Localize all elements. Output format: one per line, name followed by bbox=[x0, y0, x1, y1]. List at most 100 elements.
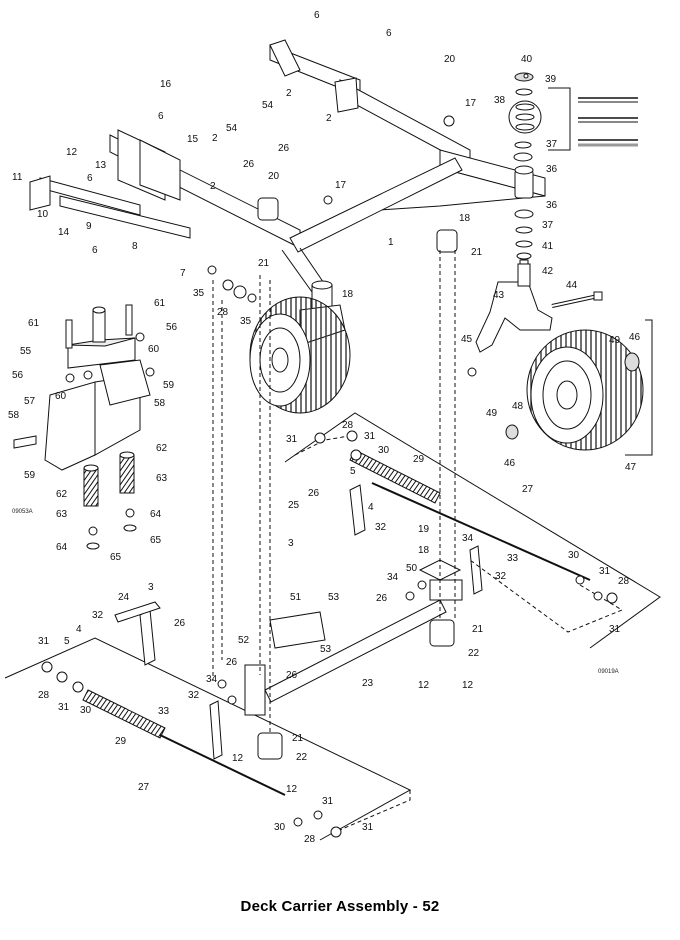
callout: 7 bbox=[180, 268, 186, 279]
callout: 44 bbox=[566, 280, 578, 291]
rear-caster-stack bbox=[508, 72, 638, 283]
callout: 26 bbox=[376, 593, 388, 604]
callout: 1 bbox=[388, 237, 394, 248]
callout: 31 bbox=[599, 566, 611, 577]
callout: 6 bbox=[314, 10, 320, 21]
callout: 51 bbox=[290, 592, 302, 603]
callout: 28 bbox=[304, 834, 316, 845]
callout: 59 bbox=[163, 380, 175, 391]
caster-wheel-left bbox=[249, 280, 351, 414]
callout: 56 bbox=[166, 322, 178, 333]
callout: 13 bbox=[95, 160, 107, 171]
callout: 24 bbox=[118, 592, 130, 603]
main-frame bbox=[29, 39, 546, 293]
callout: 50 bbox=[406, 563, 418, 574]
callout: 5 bbox=[64, 636, 70, 647]
callout: 49 bbox=[486, 408, 498, 419]
callout: 40 bbox=[521, 54, 533, 65]
callout: 34 bbox=[387, 572, 399, 583]
callout: 48 bbox=[512, 401, 524, 412]
callout: 21 bbox=[472, 624, 484, 635]
callout: 26 bbox=[174, 618, 186, 629]
callout: 32 bbox=[375, 522, 387, 533]
callout: 6 bbox=[158, 111, 164, 122]
callout: 54 bbox=[262, 100, 274, 111]
callout: 26 bbox=[278, 143, 290, 154]
callout: 29 bbox=[115, 736, 127, 747]
caster-fork bbox=[475, 263, 603, 353]
callout: 31 bbox=[609, 624, 621, 635]
callout: 31 bbox=[286, 434, 298, 445]
callout: 6 bbox=[386, 28, 392, 39]
callout: 36 bbox=[546, 164, 558, 175]
callout: 65 bbox=[110, 552, 122, 563]
callout: 30 bbox=[378, 445, 390, 456]
callout: 16 bbox=[160, 79, 172, 90]
callout: 27 bbox=[138, 782, 150, 793]
exploded-view-drawing: 6 6 20 40 39 38 17 2 2 54 26 16 6 15 54 … bbox=[4, 10, 661, 845]
caster-wheel-right bbox=[505, 329, 644, 451]
callout: 30 bbox=[568, 550, 580, 561]
callout: 9 bbox=[86, 221, 92, 232]
callout: 25 bbox=[288, 500, 300, 511]
callout: 22 bbox=[296, 752, 308, 763]
callout: 31 bbox=[322, 796, 334, 807]
callout: 6 bbox=[92, 245, 98, 256]
callout: 18 bbox=[342, 289, 354, 300]
callout: 20 bbox=[268, 171, 280, 182]
callout: 39 bbox=[545, 74, 557, 85]
callout: 21 bbox=[258, 258, 270, 269]
callout: 54 bbox=[226, 123, 238, 134]
callout: 31 bbox=[364, 431, 376, 442]
callout: 12 bbox=[286, 784, 298, 795]
callout: 52 bbox=[238, 635, 250, 646]
drawing-codes: 09053A 09019A bbox=[12, 509, 619, 675]
callout: 10 bbox=[37, 209, 49, 220]
callout: 17 bbox=[335, 180, 347, 191]
drawing-code: 09053A bbox=[12, 509, 33, 515]
callout: 31 bbox=[38, 636, 50, 647]
callout: 28 bbox=[618, 576, 630, 587]
callout: 11 bbox=[12, 172, 23, 183]
callout: 4 bbox=[368, 502, 374, 513]
drawing-code: 09019A bbox=[598, 669, 619, 675]
callout: 65 bbox=[150, 535, 162, 546]
callout: 64 bbox=[150, 509, 162, 520]
callout: 37 bbox=[546, 139, 558, 150]
callout: 58 bbox=[154, 398, 166, 409]
callout: 12 bbox=[232, 753, 244, 764]
callout: 57 bbox=[24, 396, 36, 407]
callout: 18 bbox=[418, 545, 430, 556]
callout: 42 bbox=[542, 266, 554, 277]
callout: 62 bbox=[156, 443, 168, 454]
callout: 33 bbox=[507, 553, 519, 564]
callout: 26 bbox=[286, 670, 298, 681]
front-pivot-inset bbox=[13, 304, 151, 550]
callout: 12 bbox=[66, 147, 78, 158]
callout: 32 bbox=[188, 690, 200, 701]
callout: 36 bbox=[546, 200, 558, 211]
callout: 49 bbox=[609, 335, 621, 346]
callout: 47 bbox=[625, 462, 637, 473]
callout: 5 bbox=[350, 466, 356, 477]
callout: 64 bbox=[56, 542, 68, 553]
callout: 18 bbox=[459, 213, 471, 224]
callout: 17 bbox=[465, 98, 477, 109]
callout: 63 bbox=[56, 509, 68, 520]
callout: 53 bbox=[320, 644, 332, 655]
callout: 59 bbox=[24, 470, 36, 481]
callout: 26 bbox=[308, 488, 320, 499]
callout: 38 bbox=[494, 95, 506, 106]
callout: 61 bbox=[154, 298, 166, 309]
callout: 43 bbox=[493, 290, 505, 301]
callout: 23 bbox=[362, 678, 374, 689]
callout: 32 bbox=[495, 571, 507, 582]
callout: 12 bbox=[462, 680, 474, 691]
callout: 60 bbox=[148, 344, 160, 355]
callout: 56 bbox=[12, 370, 24, 381]
diagram-caption: Deck Carrier Assembly - 52 bbox=[240, 898, 440, 915]
callout: 26 bbox=[243, 159, 255, 170]
callout: 32 bbox=[92, 610, 104, 621]
callout: 35 bbox=[193, 288, 205, 299]
